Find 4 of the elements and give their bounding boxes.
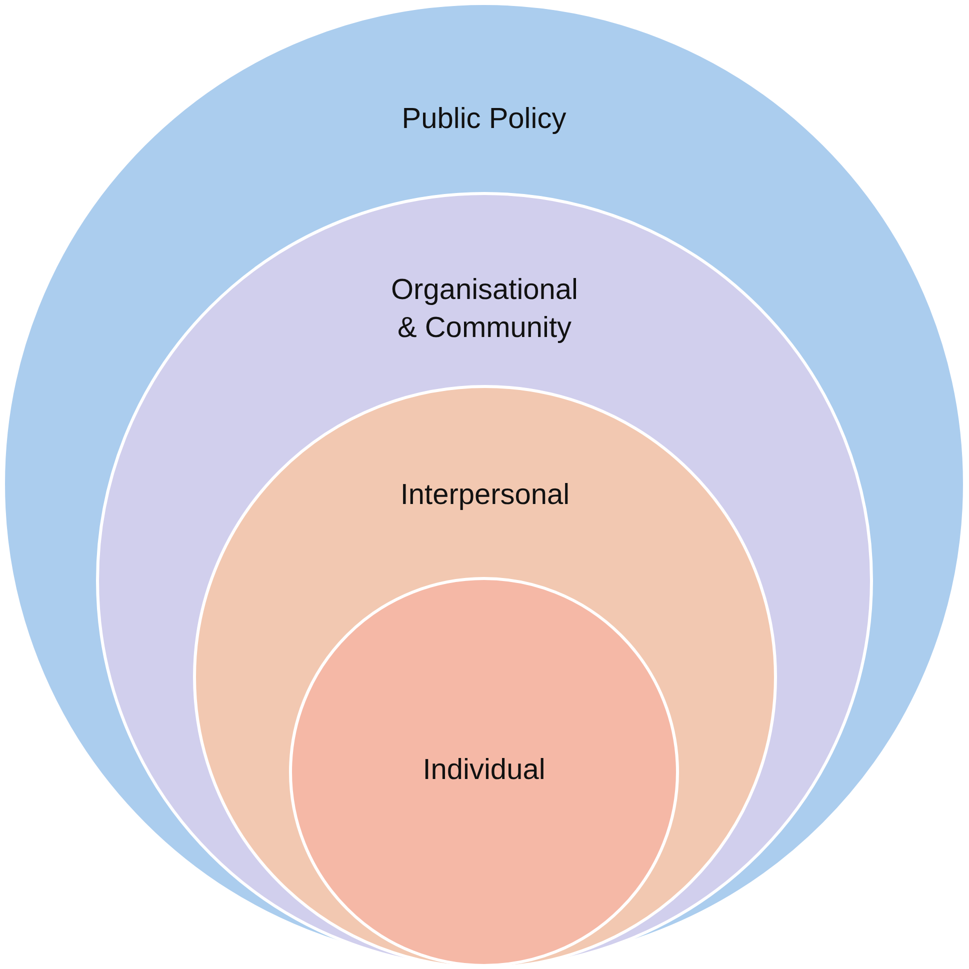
layer-label: Public Policy bbox=[400, 102, 568, 137]
layer-label: Organisational & Community bbox=[390, 273, 579, 346]
layer-label: Interpersonal bbox=[399, 478, 571, 513]
layer-label: Individual bbox=[422, 753, 546, 788]
